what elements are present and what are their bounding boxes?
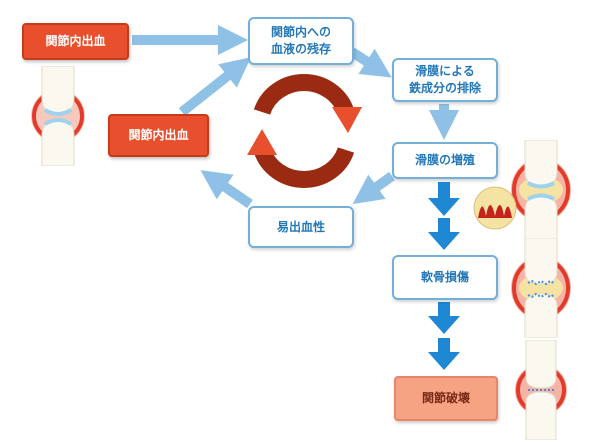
down-arrow-4	[428, 338, 460, 370]
arrow-growth-to-tendency	[352, 171, 395, 205]
arrow-tendency-to-bleed	[200, 170, 253, 209]
damaged-cartilage-joint-icon	[511, 238, 571, 338]
destroyed-joint-icon	[515, 340, 567, 440]
box-joint-bleed-top: 関節内出血	[22, 23, 129, 60]
box-synovial-growth: 滑膜の増殖	[392, 142, 498, 179]
arrow-bleed-to-residue-2	[178, 57, 251, 116]
box-cartilage-damage: 軟骨損傷	[392, 255, 498, 300]
box-bleeding-tendency: 易出血性	[248, 206, 354, 248]
down-arrow-1	[428, 182, 460, 216]
box-joint-bleed-mid: 関節内出血	[108, 114, 209, 157]
down-arrow-2	[428, 218, 460, 250]
box-blood-residue: 関節内への 血液の残存	[248, 17, 354, 65]
arrow-residue-to-iron	[349, 47, 392, 78]
synovium-closeup-icon	[473, 186, 517, 230]
healthy-knee-joint-icon	[31, 66, 85, 166]
inflamed-knee-joint-icon	[511, 140, 571, 240]
down-arrow-3	[428, 302, 460, 334]
box-iron-removal: 滑膜による 鉄成分の排除	[392, 58, 498, 102]
box-joint-destruction: 関節破壊	[394, 376, 498, 421]
